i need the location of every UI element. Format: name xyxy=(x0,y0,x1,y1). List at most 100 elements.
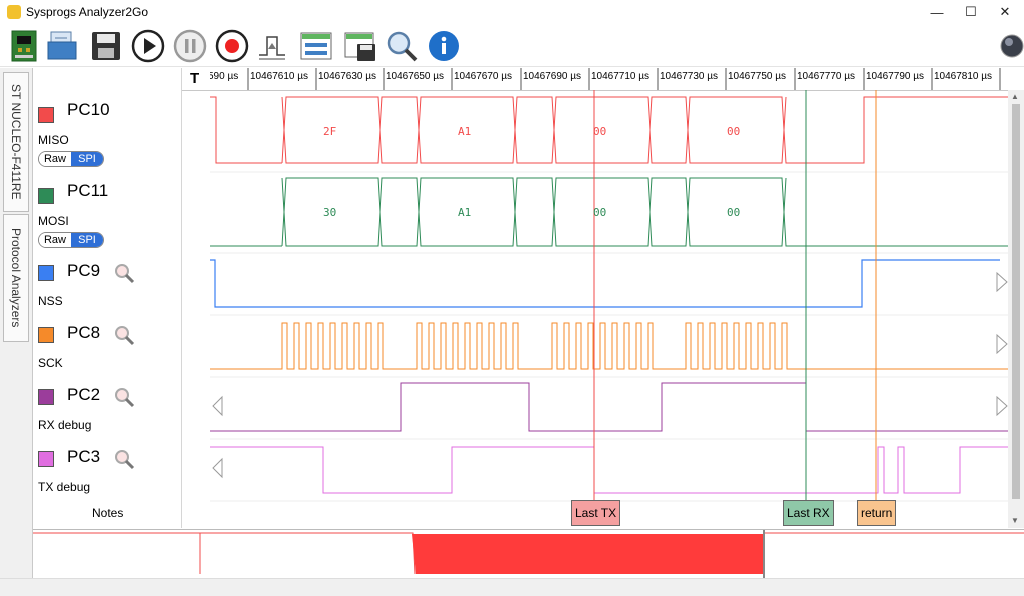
channel-signal-label: RX debug xyxy=(38,418,92,432)
decoded-byte: 2F xyxy=(323,125,337,138)
tab-protocol-analyzers[interactable]: Protocol Analyzers xyxy=(3,214,29,342)
scroll-left-arrow-icon xyxy=(212,395,223,417)
title-bar: Sysprogs Analyzer2Go — ☐ ✕ xyxy=(0,0,1024,24)
vertical-scrollbar[interactable]: ▲ ▼ xyxy=(1008,90,1024,528)
app-icon xyxy=(7,5,21,19)
maximize-button[interactable]: ☐ xyxy=(965,4,977,19)
magnifier-icon[interactable] xyxy=(113,262,135,284)
board-icon[interactable] xyxy=(6,28,42,64)
decoded-byte: 00 xyxy=(593,125,607,138)
time-ruler[interactable]: 590 µs 10467610 µs 10467630 µs 10467650 … xyxy=(210,68,1008,91)
channel-row-pc3[interactable]: PC3 TX debug xyxy=(33,440,181,501)
note-return[interactable]: return xyxy=(857,500,897,526)
scroll-left-arrow-icon xyxy=(212,457,223,479)
zoom-icon[interactable] xyxy=(384,28,420,64)
ruler-tick: 10467670 µs xyxy=(454,71,513,82)
info-icon[interactable] xyxy=(426,28,462,64)
channel-panel xyxy=(33,68,182,528)
magnifier-icon[interactable] xyxy=(113,386,135,408)
spi-option[interactable]: SPI xyxy=(71,233,103,247)
close-button[interactable]: ✕ xyxy=(999,4,1011,19)
save-icon[interactable] xyxy=(88,28,124,64)
channel-name: PC11 xyxy=(67,181,109,200)
ruler-tick: 10467650 µs xyxy=(386,71,445,82)
overview-highlight xyxy=(412,534,764,574)
raw-spi-toggle[interactable]: Raw SPI xyxy=(38,232,104,248)
nss-waveform xyxy=(210,259,1000,308)
channel-color-swatch[interactable] xyxy=(38,389,54,405)
ruler-tick: 590 µs xyxy=(210,71,239,82)
ruler-tick: 10467690 µs xyxy=(523,71,582,82)
trigger-icon[interactable] xyxy=(254,28,290,64)
waveform-area[interactable]: 2F A1 00 00 30 A1 00 00 xyxy=(210,90,1008,528)
window-title: Sysprogs Analyzer2Go xyxy=(26,5,149,19)
decoded-byte: A1 xyxy=(458,125,472,138)
ruler-tick: 10467750 µs xyxy=(728,71,787,82)
note-last-tx[interactable]: Last TX xyxy=(571,500,621,526)
ruler-tick: 10467790 µs xyxy=(866,71,925,82)
channel-name: PC9 xyxy=(67,261,101,280)
time-mode-corner[interactable]: T xyxy=(182,68,211,91)
channel-color-swatch[interactable] xyxy=(38,451,54,467)
channel-row-pc2[interactable]: PC2 RX debug xyxy=(33,378,181,439)
channel-name: PC10 xyxy=(67,100,110,119)
sidebar: ST NUCLEO-F411RE Protocol Analyzers xyxy=(0,68,33,578)
channel-color-swatch[interactable] xyxy=(38,265,54,281)
scroll-right-arrow-icon xyxy=(996,271,1008,293)
rx-debug-waveform xyxy=(210,382,1008,432)
decoded-byte: A1 xyxy=(458,206,472,219)
raw-option[interactable]: Raw xyxy=(39,233,71,247)
ruler-tick: 10467810 µs xyxy=(934,71,993,82)
channel-color-swatch[interactable] xyxy=(38,188,54,204)
scroll-right-arrow-icon xyxy=(996,333,1008,355)
notes-label: Notes xyxy=(92,506,124,520)
channel-row-pc9[interactable]: PC9 NSS xyxy=(33,254,181,315)
channel-name: PC2 xyxy=(67,385,101,404)
channel-signal-label: TX debug xyxy=(38,480,91,494)
layout-icon[interactable] xyxy=(298,28,334,64)
decoded-byte: 00 xyxy=(727,125,741,138)
ruler-tick: 10467730 µs xyxy=(660,71,719,82)
channel-color-swatch[interactable] xyxy=(38,327,54,343)
decoded-byte: 30 xyxy=(323,206,337,219)
tab-st-nucleo[interactable]: ST NUCLEO-F411RE xyxy=(3,72,29,212)
scrollbar-thumb[interactable] xyxy=(1012,104,1020,499)
scroll-down-arrow-icon[interactable]: ▼ xyxy=(1011,516,1019,525)
ruler-tick: 10467630 µs xyxy=(318,71,377,82)
ruler-tick: 10467710 µs xyxy=(591,71,650,82)
note-last-rx[interactable]: Last RX xyxy=(783,500,834,526)
channel-color-swatch[interactable] xyxy=(38,107,54,123)
decoded-byte: 00 xyxy=(593,206,607,219)
mosi-waveform xyxy=(210,177,1008,247)
open-file-icon[interactable] xyxy=(44,28,80,64)
status-bar xyxy=(0,578,1024,596)
save-layout-icon[interactable] xyxy=(342,28,378,64)
ruler-tick: 10467770 µs xyxy=(797,71,856,82)
channel-row-pc11[interactable]: PC11 MOSI Raw SPI xyxy=(33,173,181,253)
channel-row-pc10[interactable]: PC10 MISO Raw SPI xyxy=(33,92,181,172)
status-orb-icon xyxy=(994,28,1024,64)
channel-signal-label: SCK xyxy=(38,356,63,370)
tx-debug-waveform xyxy=(210,446,1008,494)
channel-signal-label: NSS xyxy=(38,294,63,308)
magnifier-icon[interactable] xyxy=(113,324,135,346)
channel-row-pc8[interactable]: PC8 SCK xyxy=(33,316,181,377)
channel-signal-label: MISO xyxy=(38,133,69,147)
scroll-up-arrow-icon[interactable]: ▲ xyxy=(1011,92,1019,101)
spi-option[interactable]: SPI xyxy=(71,152,103,166)
overview-strip[interactable] xyxy=(33,529,1024,578)
miso-waveform xyxy=(210,96,1008,164)
play-icon[interactable] xyxy=(130,28,166,64)
magnifier-icon[interactable] xyxy=(113,448,135,470)
raw-option[interactable]: Raw xyxy=(39,152,71,166)
toolbar xyxy=(0,24,1024,67)
channel-name: PC8 xyxy=(67,323,101,342)
ruler-tick: 10467610 µs xyxy=(250,71,309,82)
channel-signal-label: MOSI xyxy=(38,214,69,228)
raw-spi-toggle[interactable]: Raw SPI xyxy=(38,151,104,167)
record-icon[interactable] xyxy=(214,28,250,64)
decoded-byte: 00 xyxy=(727,206,741,219)
minimize-button[interactable]: — xyxy=(930,4,944,20)
pause-icon[interactable] xyxy=(172,28,208,64)
scroll-right-arrow-icon xyxy=(996,395,1008,417)
